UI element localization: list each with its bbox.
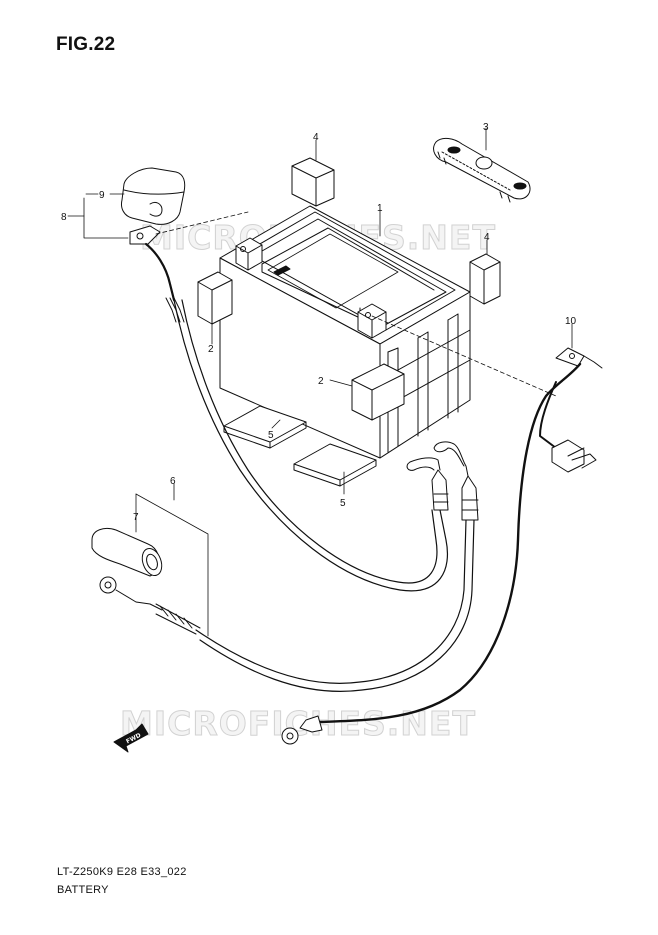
- diagram-code: LT-Z250K9 E28 E33_022: [57, 866, 187, 878]
- callout-5-right: 5: [340, 498, 346, 509]
- battery: [219, 205, 471, 459]
- figure-title: FIG.22: [56, 34, 116, 55]
- battery-holder-bracket-right: [469, 253, 501, 305]
- battery-pad-right: [293, 443, 377, 487]
- callout-10: 10: [565, 316, 577, 327]
- battery-terminal-positive: [235, 237, 263, 271]
- callout-2-front: 2: [318, 376, 324, 387]
- leader-lines: [67, 127, 573, 637]
- callout-7: 7: [133, 512, 139, 523]
- callout-5-left: 5: [268, 430, 274, 441]
- forward-direction-arrow: [113, 723, 149, 753]
- terminal-cover: [121, 167, 186, 225]
- battery-pad-left: [223, 405, 307, 449]
- callout-4-right: 4: [484, 232, 490, 243]
- callout-4-top: 4: [313, 132, 319, 143]
- callout-6: 6: [170, 476, 176, 487]
- positive-battery-cable: [129, 225, 449, 592]
- terminal-cap: [91, 527, 163, 577]
- callout-9: 9: [99, 190, 105, 201]
- wiring-harness: [281, 347, 603, 745]
- diagram-name: BATTERY: [57, 884, 109, 896]
- callout-3: 3: [483, 122, 489, 133]
- battery-cushion-front: [351, 363, 405, 421]
- callout-8: 8: [61, 212, 67, 223]
- battery-band: [433, 137, 531, 203]
- callout-1: 1: [377, 203, 383, 214]
- battery-cushion-left: [197, 271, 233, 325]
- assembly-dashed-lines: [155, 211, 557, 397]
- negative-battery-cable: [99, 441, 479, 692]
- battery-holder-bracket-left: [291, 157, 335, 207]
- battery-terminal-negative: [357, 303, 387, 339]
- callout-2-left: 2: [208, 344, 214, 355]
